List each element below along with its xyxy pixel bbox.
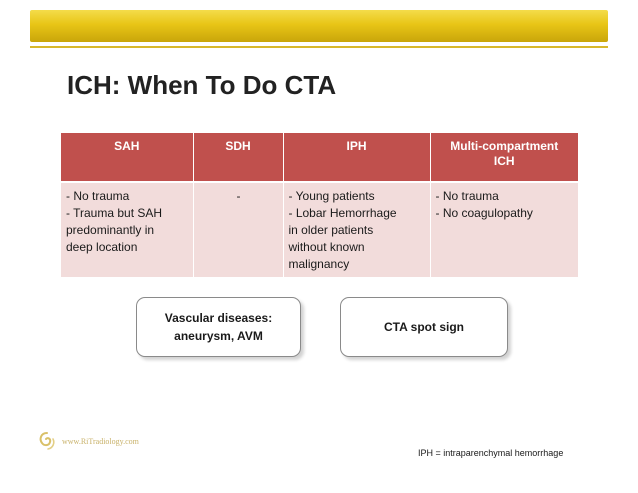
cta-indications-table: SAH SDH IPH Multi-compartment ICH - No t… xyxy=(61,133,578,277)
footnote: IPH = intraparenchymal hemorrhage xyxy=(418,448,564,458)
watermark: www.RiTradiology.com xyxy=(36,428,139,454)
vascular-diseases-box: Vascular diseases: aneurysm, AVM xyxy=(136,297,301,357)
cta-spot-sign-label: CTA spot sign xyxy=(384,320,464,334)
table-row: - No trauma - Trauma but SAH predominant… xyxy=(61,181,578,277)
header-sdh: SDH xyxy=(193,133,284,182)
top-decorative-bar xyxy=(30,10,608,42)
vascular-diseases-line1: Vascular diseases: xyxy=(164,311,273,325)
header-multi-compartment: Multi-compartment ICH xyxy=(430,133,578,182)
header-sah: SAH xyxy=(61,133,194,182)
table-header-row: SAH SDH IPH Multi-compartment ICH xyxy=(61,133,578,182)
cell-iph: - Young patients - Lobar Hemorrhage in o… xyxy=(283,181,431,277)
top-divider-line xyxy=(30,46,608,48)
watermark-text: www.RiTradiology.com xyxy=(62,436,139,446)
cell-sah: - No trauma - Trauma but SAH predominant… xyxy=(61,181,194,277)
cell-multi-compartment: - No trauma - No coagulopathy xyxy=(430,181,578,277)
swirl-logo-icon xyxy=(39,432,55,450)
header-iph: IPH xyxy=(283,133,431,182)
cta-spot-sign-box: CTA spot sign xyxy=(340,297,508,357)
vascular-diseases-line2: aneurysm, AVM xyxy=(174,329,263,343)
cell-sdh: - xyxy=(193,181,284,277)
slide-title: ICH: When To Do CTA xyxy=(67,70,337,100)
